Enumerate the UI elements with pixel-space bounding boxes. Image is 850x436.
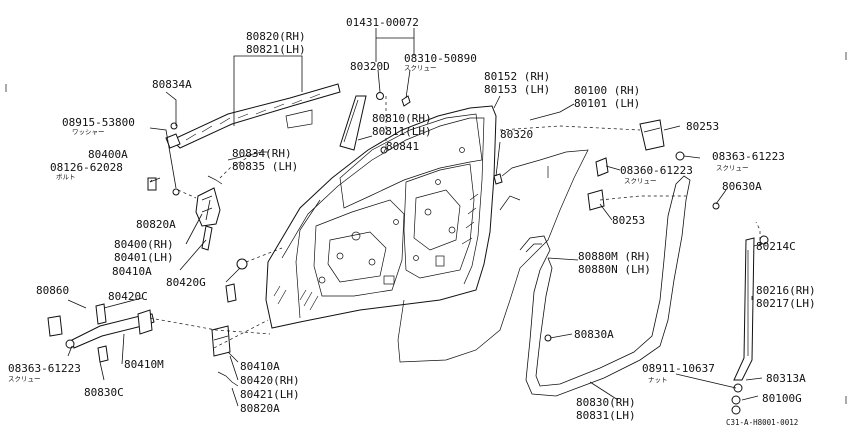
label-80320d: 80320D [350, 60, 390, 73]
label-08911-jp: ナット [648, 376, 668, 384]
diagram-code: C31-A-H8001-0012 [726, 418, 798, 427]
door-check-assembly [47, 303, 155, 363]
label-80420g: 80420G [166, 276, 206, 289]
label-80400a: 80400A [88, 148, 128, 161]
label-80820a-upper: 80820A [136, 218, 176, 231]
label-08360-61223: 08360-61223 [620, 164, 693, 177]
label-08126-jp: ボルト [56, 173, 76, 181]
door-weatherstrip [519, 175, 691, 397]
belt-moulding-drawing [165, 83, 341, 149]
label-80820a-lower: 80820A [240, 402, 280, 415]
label-80880m-rh: 80880M (RH) [578, 250, 651, 263]
label-08126-62028: 08126-62028 [50, 161, 123, 174]
label-80811-lh: 80811(LH) [372, 125, 432, 138]
label-80253-lower: 80253 [612, 214, 645, 227]
label-80880n-lh: 80880N (LH) [578, 263, 651, 276]
belt-weatherstrip-outer [731, 235, 769, 415]
label-80630a: 80630A [722, 180, 762, 193]
label-80320: 80320 [500, 128, 533, 141]
leader-lines [67, 28, 763, 407]
upper-hinge-bracket [544, 119, 720, 342]
label-80400-rh: 80400(RH) [114, 238, 174, 251]
label-80421-lh: 80421(LH) [240, 388, 300, 401]
label-80253-upper: 80253 [686, 120, 719, 133]
label-80401-lh: 80401(LH) [114, 251, 174, 264]
label-80214c: 80214C [756, 240, 796, 253]
label-80830c: 80830C [84, 386, 124, 399]
label-80830-rh: 80830(RH) [576, 396, 636, 409]
quarter-glass-drawing [339, 95, 367, 151]
part-number-labels: 01431-00072 80820(RH) 80821(LH) 08310-50… [8, 16, 816, 427]
label-80830a: 80830A [574, 328, 614, 341]
label-01431-00072: 01431-00072 [346, 16, 419, 29]
label-80410m: 80410M [124, 358, 164, 371]
label-08915-jp: ワッシャー [72, 128, 105, 136]
dashed-guides [149, 96, 761, 349]
label-80100g: 80100G [762, 392, 802, 405]
label-80820-rh: 80820(RH) [246, 30, 306, 43]
lower-rod [217, 371, 239, 387]
label-80152-rh: 80152 (RH) [484, 70, 550, 83]
label-08310-50890: 08310-50890 [404, 52, 477, 65]
label-80834a: 80834A [152, 78, 192, 91]
label-80101-lh: 80101 (LH) [574, 97, 640, 110]
label-08915-53800: 08915-53800 [62, 116, 135, 129]
label-08363-left-jp: スクリュー [8, 375, 41, 383]
label-80860: 80860 [36, 284, 69, 297]
label-80217-lh: 80217(LH) [756, 297, 816, 310]
door-panel-drawing [265, 105, 497, 329]
small-fasteners [147, 92, 503, 196]
label-80834-rh: 80834(RH) [232, 147, 292, 160]
label-08310-jp: スクリュー [404, 64, 437, 72]
label-80216-rh: 80216(RH) [756, 284, 816, 297]
label-80821-lh: 80821(LH) [246, 43, 306, 56]
label-80410a-upper: 80410A [112, 265, 152, 278]
label-80100-rh: 80100 (RH) [574, 84, 640, 97]
upper-rod [207, 175, 223, 185]
label-80420-rh: 80420(RH) [240, 374, 300, 387]
label-08363-right-jp: スクリュー [716, 164, 749, 172]
label-80841: 80841 [386, 140, 419, 153]
label-08363-61223-right: 08363-61223 [712, 150, 785, 163]
label-80313a: 80313A [766, 372, 806, 385]
door-hinge-parts [195, 187, 248, 357]
label-80831-lh: 80831(LH) [576, 409, 636, 422]
label-80420c: 80420C [108, 290, 148, 303]
label-80810-rh: 80810(RH) [372, 112, 432, 125]
label-08360-jp: スクリュー [624, 177, 657, 185]
label-08911-10637: 08911-10637 [642, 362, 715, 375]
label-80153-lh: 80153 (LH) [484, 83, 550, 96]
label-80410a-lower: 80410A [240, 360, 280, 373]
door-trim-outline [397, 149, 589, 363]
label-80835-lh: 80835 (LH) [232, 160, 298, 173]
label-08363-61223-left: 08363-61223 [8, 362, 81, 375]
